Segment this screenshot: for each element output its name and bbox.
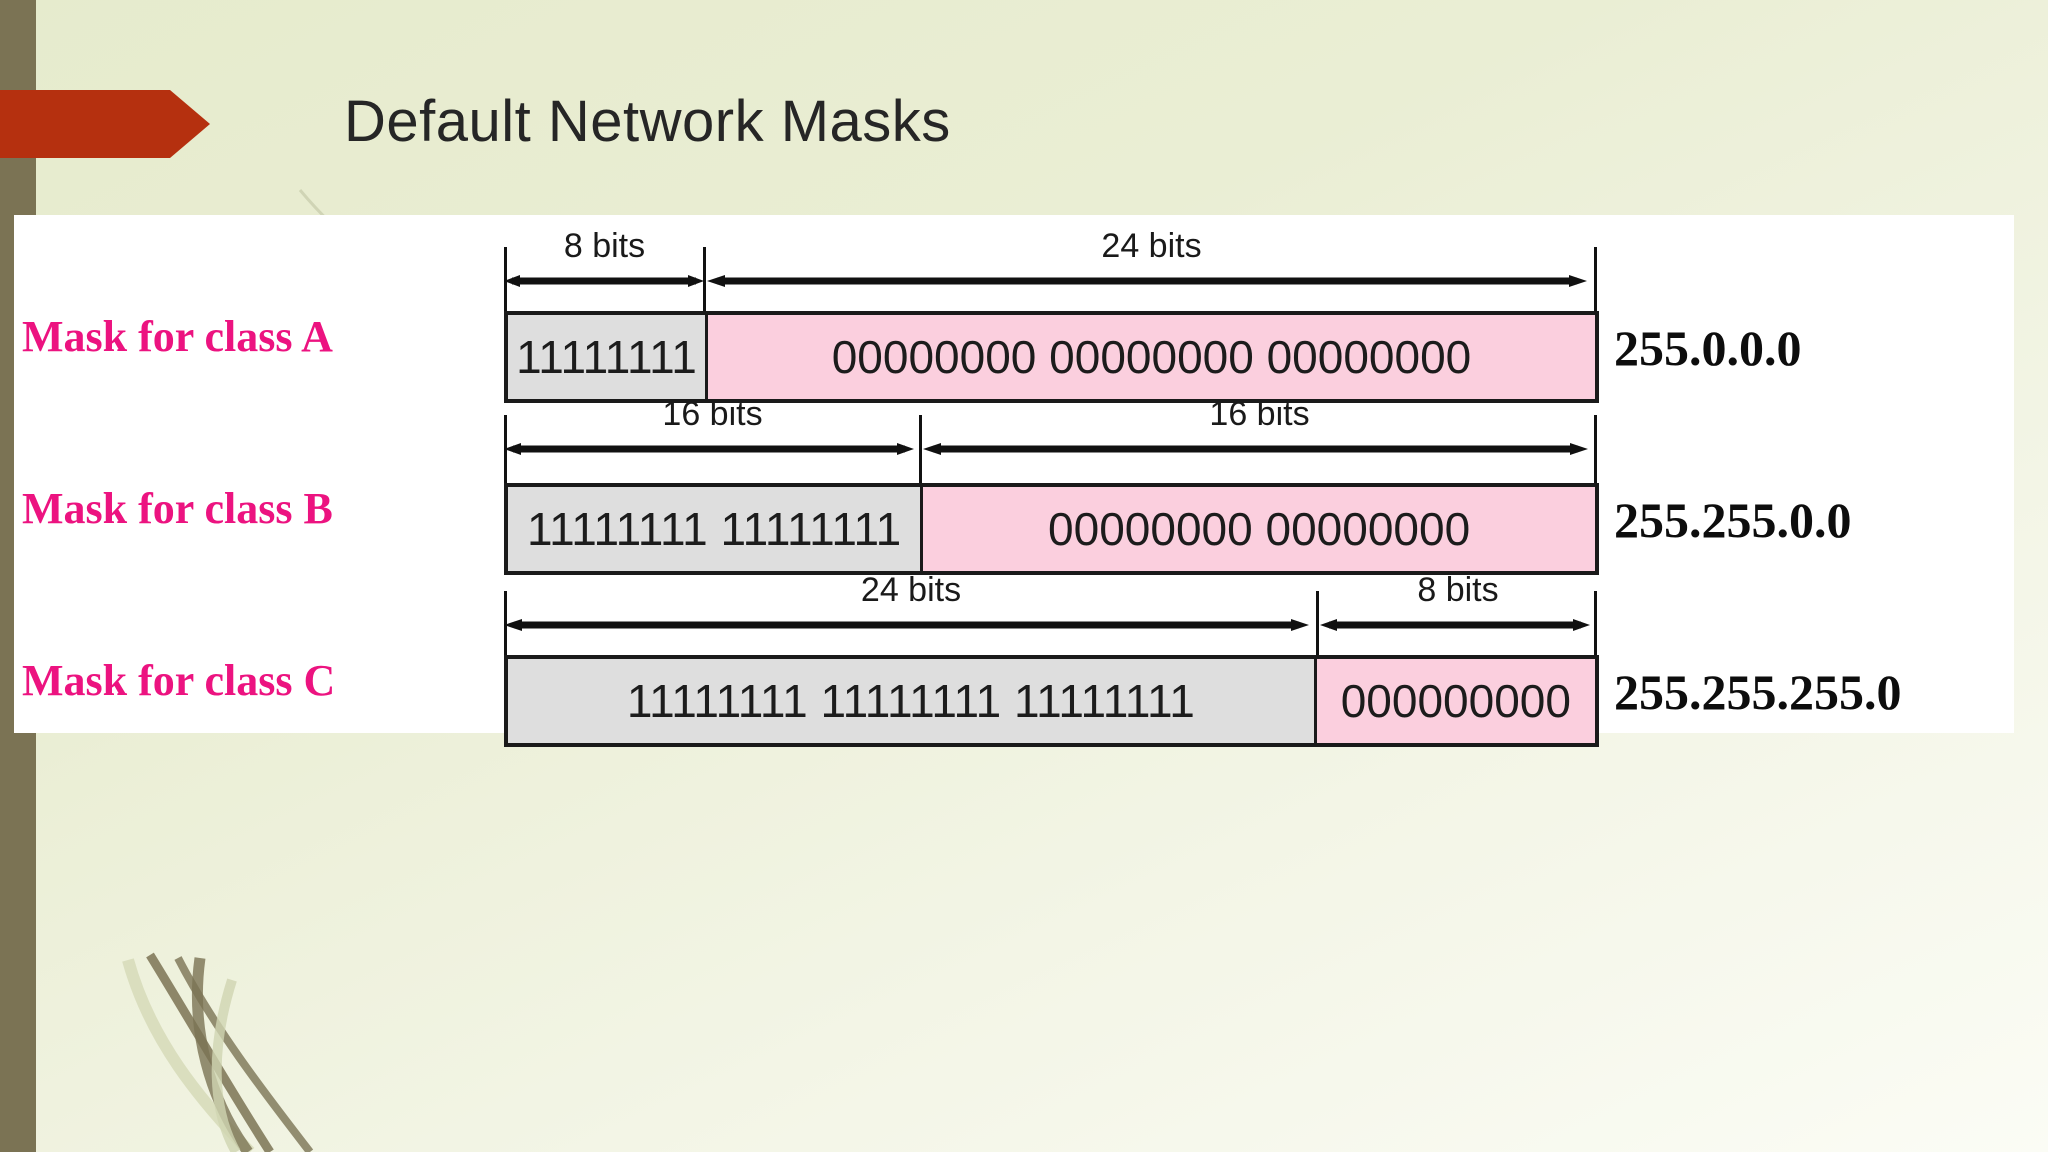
span-tick [703,247,706,323]
mask-row-class-a: Mask for class A 8 bits 24 bits [14,223,2014,403]
red-banner-tag [0,90,210,158]
bit-span-16-left: 16 bits [504,395,921,469]
mask-row-label: Mask for class C [22,656,336,705]
double-arrow-icon [707,275,1587,287]
bit-span-label: 8 bits [1417,571,1499,609]
bit-span-label: 16 bits [662,395,763,433]
bit-span-24: 24 bits [504,571,1318,645]
mask-dotted-value: 255.0.0.0 [1614,320,1802,376]
double-arrow-icon [504,443,914,455]
span-tick [504,415,507,491]
span-tick [504,591,507,667]
page-title: Default Network Masks [344,89,951,154]
bit-span-16-right: 16 bits [923,395,1596,469]
bit-span-24: 24 bits [707,227,1596,301]
mask-dotted-value: 255.255.0.0 [1614,492,1852,548]
bit-span-annotations: 8 bits 24 bits [504,227,1599,323]
mask-bit-boxes: 11111111 11111111 11111111 000000000 [504,655,1599,747]
mask-bit-boxes: 11111111 00000000 00000000 00000000 [504,311,1599,403]
network-bits-box: 11111111 11111111 11111111 [508,659,1317,743]
bit-span-label: 16 bits [1209,395,1310,433]
mask-dotted-value: 255.255.255.0 [1614,664,1902,720]
network-bits-box: 11111111 11111111 [508,487,924,571]
double-arrow-icon [1320,619,1590,631]
bit-span-label: 24 bits [860,571,962,609]
double-arrow-icon [504,275,704,287]
figure-panel: Mask for class A 8 bits 24 bits [14,215,2014,747]
host-bits-box: 00000000 00000000 [923,487,1595,571]
bit-span-annotations: 24 bits 8 bits [504,571,1599,667]
bit-span-annotations: 16 bits 16 bits [504,395,1599,491]
bit-span-8: 8 bits [504,227,705,301]
bit-span-label: 24 bits [1101,227,1202,265]
span-tick [919,415,922,491]
span-tick [1594,591,1597,667]
bit-span-8: 8 bits [1320,571,1596,645]
span-tick [504,247,507,323]
network-bits-box: 11111111 [508,315,708,399]
double-arrow-icon [504,619,1309,631]
mask-row-class-c: Mask for class C 24 bits 8 bits [14,567,2014,747]
mask-row-class-b: Mask for class B 16 bits 16 bits [14,391,2014,575]
span-tick [1316,591,1319,667]
double-arrow-icon [923,443,1588,455]
span-tick [1594,415,1597,491]
mask-bit-boxes: 11111111 11111111 00000000 00000000 [504,483,1599,575]
mask-row-label: Mask for class A [22,312,333,361]
mask-row-label: Mask for class B [22,484,333,533]
host-bits-box: 000000000 [1316,659,1595,743]
host-bits-box: 00000000 00000000 00000000 [708,315,1595,399]
bit-span-label: 8 bits [563,227,646,265]
span-tick [1594,247,1597,323]
